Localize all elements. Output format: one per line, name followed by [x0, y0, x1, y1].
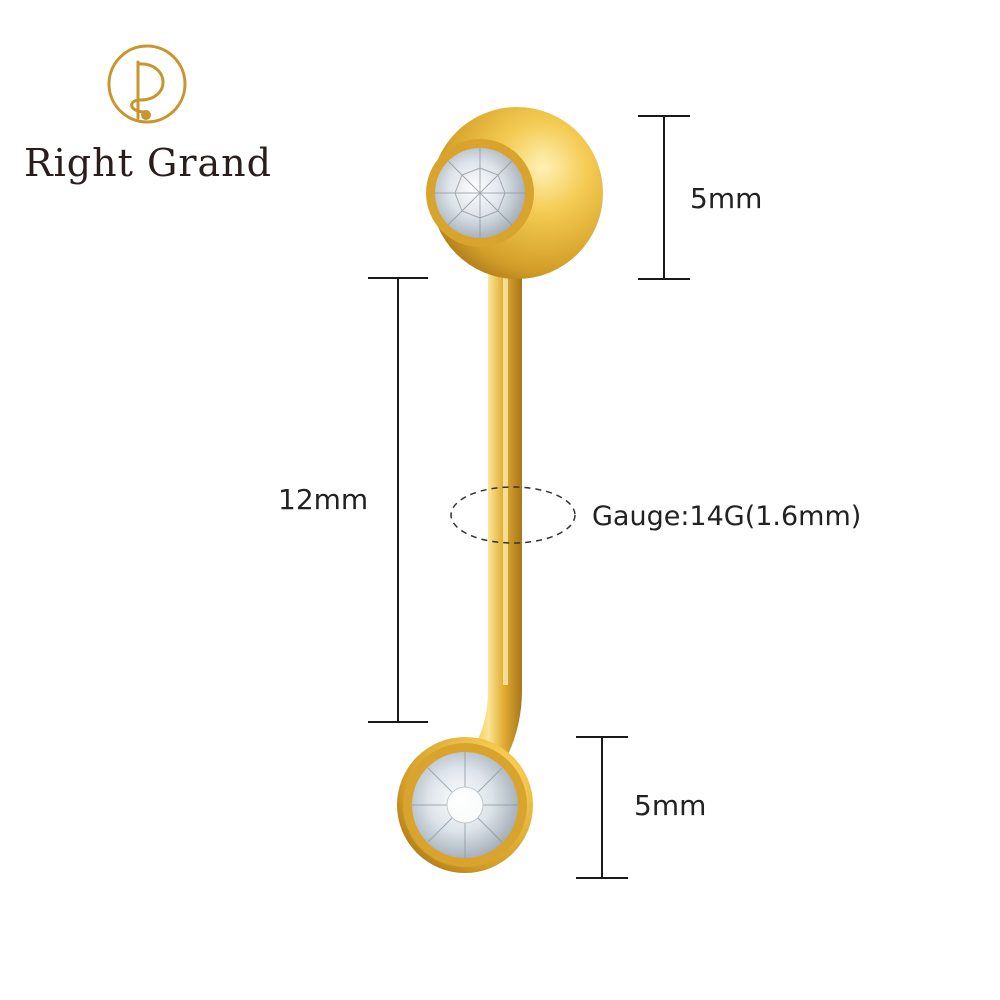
bottom-ball — [397, 737, 533, 873]
dimension-bottom-ball-label: 5mm — [634, 789, 706, 822]
logo-monogram — [130, 60, 165, 120]
logo-dot — [141, 110, 151, 120]
bottom-gem-facets — [412, 752, 518, 858]
top-ball — [426, 107, 603, 279]
gauge-marker-ellipse — [450, 486, 576, 544]
dimension-bar-length-label: 12mm — [278, 483, 368, 516]
barbell-bar — [455, 262, 522, 790]
brand-logo: Right Grand — [24, 44, 272, 185]
gauge-label: Gauge:14G(1.6mm) — [592, 501, 861, 532]
logo-ring — [107, 44, 187, 124]
brand-name: Right Grand — [24, 141, 272, 185]
bar-highlight — [503, 265, 508, 685]
dimension-bar-length — [368, 277, 428, 723]
dimension-bottom-ball — [576, 736, 628, 879]
top-gem-facets — [435, 148, 525, 238]
dimension-top-ball — [638, 115, 690, 280]
dimension-top-ball-label: 5mm — [690, 182, 762, 215]
